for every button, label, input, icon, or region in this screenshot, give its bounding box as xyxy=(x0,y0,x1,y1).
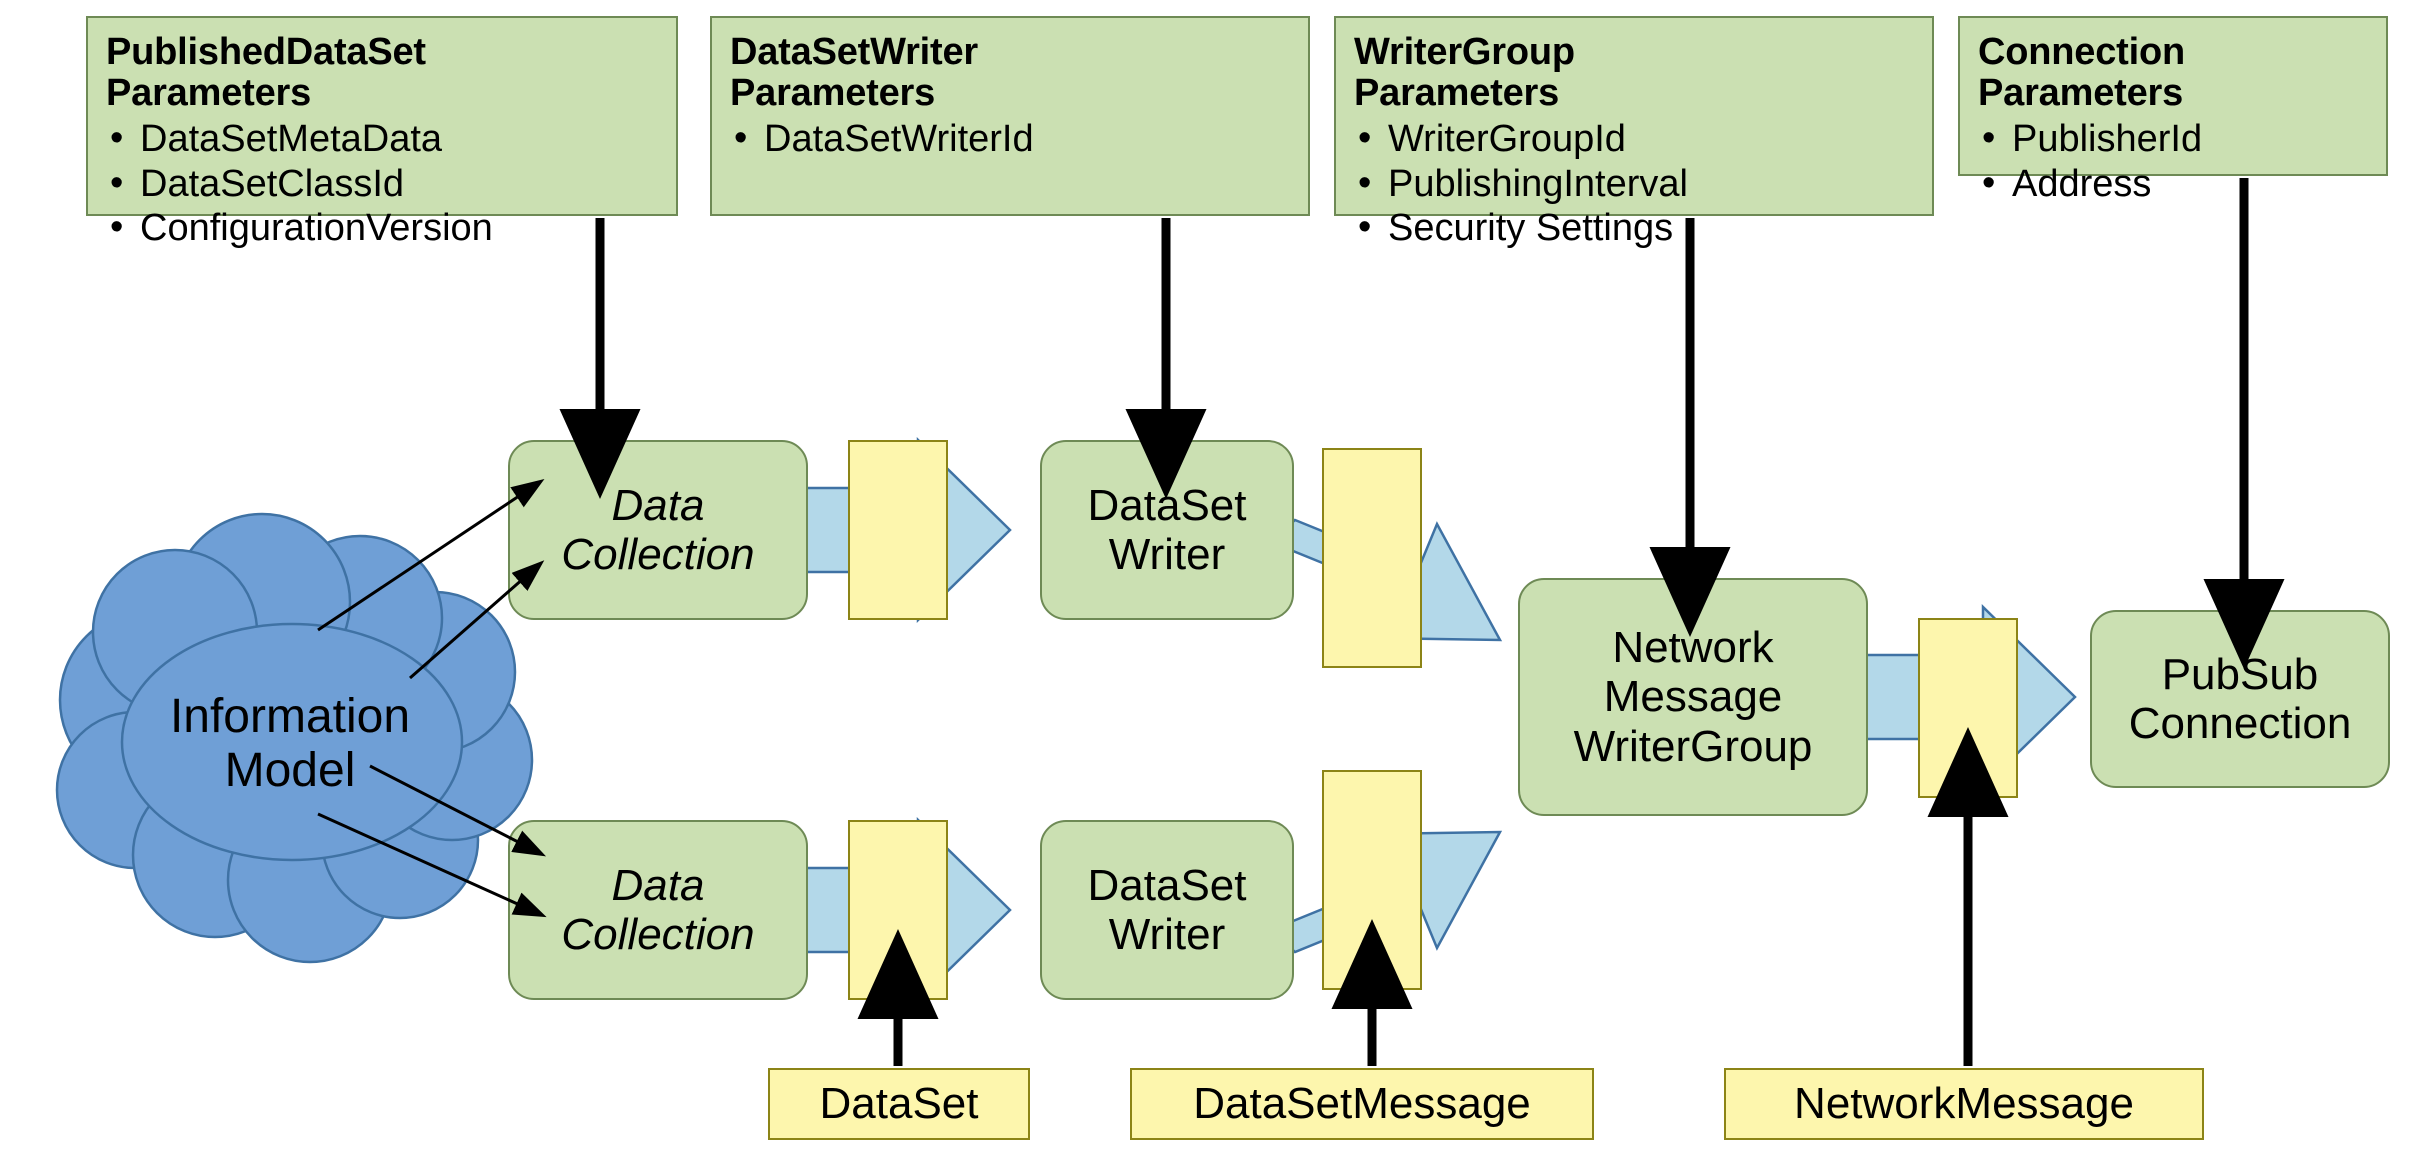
node-data-collection-top[interactable]: Data Collection xyxy=(508,440,808,620)
param-list: WriterGroupId PublishingInterval Securit… xyxy=(1354,116,1914,251)
source-arrow-top-2 xyxy=(409,560,545,680)
param-box-title: PublishedDataSet Parameters xyxy=(106,31,426,115)
param-box-title: WriterGroup Parameters xyxy=(1354,31,1575,115)
param-box-published-dataset: PublishedDataSet Parameters DataSetMetaD… xyxy=(86,16,678,250)
param-box-title: Connection Parameters xyxy=(1978,31,2185,115)
node-data-collection-bottom[interactable]: Data Collection xyxy=(508,820,808,1000)
param-box-connection: Connection Parameters PublisherId Addres… xyxy=(1958,16,2388,205)
param-item: Security Settings xyxy=(1354,205,1914,251)
node-pubsub-connection[interactable]: PubSub Connection xyxy=(2090,610,2390,788)
param-list: DataSetMetaData DataSetClassId Configura… xyxy=(106,116,658,251)
source-arrow-top-1 xyxy=(317,479,545,632)
node-dataset-writer-top[interactable]: DataSet Writer xyxy=(1040,440,1294,620)
param-item: DataSetWriterId xyxy=(730,116,1290,162)
node-dataset-writer-bottom[interactable]: DataSet Writer xyxy=(1040,820,1294,1000)
param-item: WriterGroupId xyxy=(1354,116,1914,162)
param-item: DataSetMetaData xyxy=(106,116,658,162)
param-item: ConfigurationVersion xyxy=(106,205,658,251)
legend-box-dataset: DataSet xyxy=(768,1068,1030,1140)
payload-networkmessage xyxy=(1918,618,2018,798)
param-item: PublisherId xyxy=(1978,116,2368,162)
param-box-datasetwriter: DataSetWriter Parameters DataSetWriterId xyxy=(710,16,1310,216)
payload-dataset-top xyxy=(848,440,948,620)
param-item: DataSetClassId xyxy=(106,161,658,207)
payload-datasetmessage-top xyxy=(1322,448,1422,668)
param-item: PublishingInterval xyxy=(1354,161,1914,207)
param-list: DataSetWriterId xyxy=(730,116,1290,162)
legend-box-datasetmessage: DataSetMessage xyxy=(1130,1068,1594,1140)
source-arrow-bottom-2 xyxy=(317,812,547,918)
param-item: Address xyxy=(1978,161,2368,207)
information-model-label: Information Model xyxy=(169,690,411,797)
payload-datasetmessage-bottom xyxy=(1322,770,1422,990)
param-box-title: DataSetWriter Parameters xyxy=(730,31,978,115)
param-box-writergroup: WriterGroup Parameters WriterGroupId Pub… xyxy=(1334,16,1934,250)
payload-dataset-bottom xyxy=(848,820,948,1000)
node-network-message-writergroup[interactable]: Network Message WriterGroup xyxy=(1518,578,1868,816)
legend-box-networkmessage: NetworkMessage xyxy=(1724,1068,2204,1140)
param-list: PublisherId Address xyxy=(1978,116,2368,207)
